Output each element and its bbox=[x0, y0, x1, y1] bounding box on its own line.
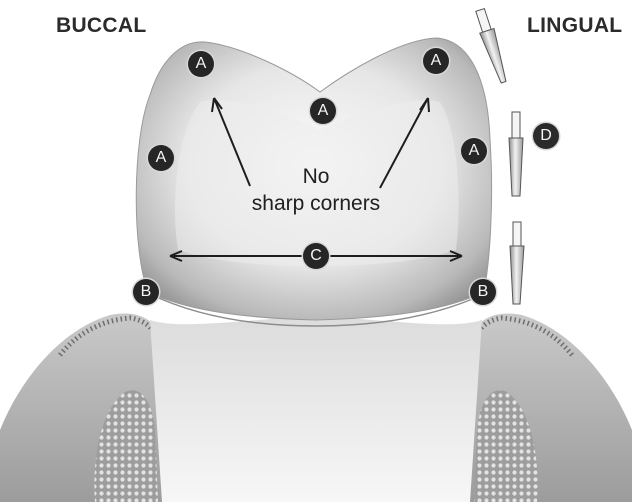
marker-b-buccal-margin: B bbox=[133, 279, 159, 305]
marker-a-buccal-cusp: A bbox=[188, 51, 214, 77]
buccal-label: BUCCAL bbox=[56, 14, 146, 38]
marker-b-lingual-margin: B bbox=[470, 279, 496, 305]
marker-c-dimension: C bbox=[303, 243, 329, 269]
bur-bottom bbox=[510, 222, 524, 304]
marker-a-lingual-wall: A bbox=[461, 138, 487, 164]
bur-top bbox=[473, 8, 511, 85]
marker-a-buccal-wall: A bbox=[148, 145, 174, 171]
marker-d-bur: D bbox=[533, 123, 559, 149]
marker-a-lingual-cusp: A bbox=[423, 48, 449, 74]
lingual-label: LINGUAL bbox=[527, 14, 622, 38]
marker-a-central-groove: A bbox=[310, 98, 336, 124]
note-line-2: sharp corners bbox=[236, 192, 396, 216]
note-line-1: No bbox=[236, 165, 396, 189]
tooth-root bbox=[150, 316, 482, 502]
bur-middle bbox=[509, 112, 523, 196]
